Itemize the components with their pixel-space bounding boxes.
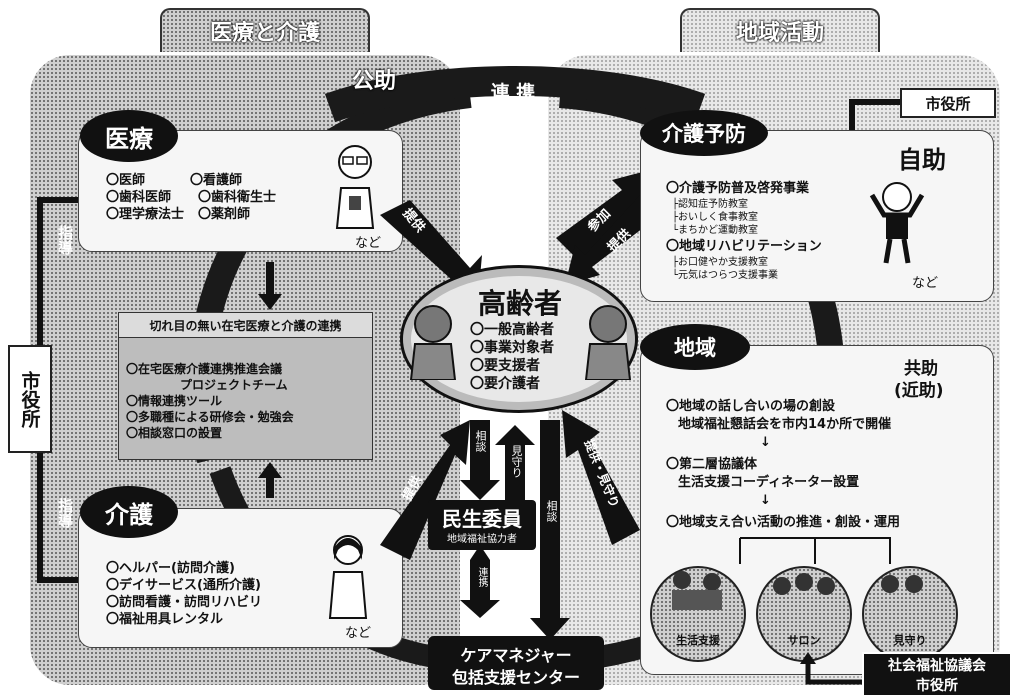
exercising-person-icon xyxy=(869,182,925,264)
prevention-etc: など xyxy=(912,276,939,291)
consult-label-long: 相談 xyxy=(545,500,558,522)
community-step: ↓ xyxy=(760,493,771,508)
elderly-title: 高齢者 xyxy=(477,287,562,320)
care-item: 〇訪問看護・訪問リハビリ xyxy=(106,595,263,610)
social-welfare-council-box xyxy=(862,652,1012,697)
medical-item: 〇歯科医師 xyxy=(106,190,172,205)
tab-community-activity: 地域活動 xyxy=(680,8,880,52)
prevention-sub: ├お口健やか支援教室 xyxy=(672,257,769,268)
consult-label: 相談 xyxy=(474,430,487,452)
elderly-man-icon xyxy=(409,305,457,380)
elderly-item: 〇事業対象者 xyxy=(470,340,554,356)
seamless-link-item: 〇多職種による研修会・勉強会 xyxy=(126,410,294,424)
seamless-link-item: 〇相談窓口の設置 xyxy=(126,426,223,440)
public-help-label: 公助 xyxy=(352,69,397,94)
welfare-commissioner-box xyxy=(428,500,536,550)
community-branch-lines xyxy=(739,537,891,564)
community-step: 〇地域支え合い活動の推進・創設・運用 xyxy=(666,515,901,530)
welfare-commissioner-subtitle: 地域福祉協力者 xyxy=(447,534,517,545)
elderly-item: 〇一般高齢者 xyxy=(470,322,554,338)
seamless-link-item: プロジェクトチーム xyxy=(180,378,288,392)
council-arrow xyxy=(800,652,868,685)
link-arrows xyxy=(258,262,282,498)
community-step: 〇第二層協議体 xyxy=(666,457,758,472)
guidance-label-bottom: 指導 xyxy=(56,498,74,528)
mutual-help-label: 共助 xyxy=(904,359,938,379)
link-label: 連 携 xyxy=(490,82,536,104)
prevention-sub: ├認知症予防教室 xyxy=(672,199,749,210)
prevention-sub: └まちかど運動教室 xyxy=(672,225,759,236)
community-step: 〇地域の話し合いの場の創設 xyxy=(666,399,836,414)
link-label-small: 連携 xyxy=(476,567,487,587)
care-item: 〇ヘルパー(訪問介護) xyxy=(106,561,235,576)
care-manager-line2: 包括支援センター xyxy=(451,668,580,687)
tab-community-activity-label: 地域活動 xyxy=(735,21,824,46)
care-etc: など xyxy=(345,626,372,641)
medical-item: 〇歯科衛生士 xyxy=(198,190,277,205)
seamless-link-title: 切れ目の無い在宅医療と介護の連携 xyxy=(118,312,373,338)
seamless-link-item: 〇在宅医療介護連携推進会議 xyxy=(126,362,283,376)
watch-label: 見守り xyxy=(510,445,523,478)
elderly-item: 〇要支援者 xyxy=(470,358,540,374)
care-manager-line1: ケアマネジャー xyxy=(460,646,572,665)
care-item: 〇福祉用具レンタル xyxy=(106,612,224,627)
social-welfare-council-line1: 社会福祉協議会 xyxy=(888,658,986,674)
people-group-icons xyxy=(672,571,923,610)
medical-title: 医療 xyxy=(80,110,178,162)
neighborly-help-label: (近助) xyxy=(894,381,944,401)
community-step: ↓ xyxy=(760,435,771,450)
prevention-box xyxy=(640,130,994,302)
medical-etc: など xyxy=(355,236,382,251)
welfare-commissioner-title: 民生委員 xyxy=(442,507,522,531)
care-item: 〇デイサービス(通所介護) xyxy=(106,578,261,593)
activity-label-watch: 見守り xyxy=(893,634,927,647)
doctor-icon xyxy=(335,145,375,229)
right-city-office: 市役所 xyxy=(900,88,996,118)
medical-item: 〇薬剤師 xyxy=(198,207,251,222)
elderly-item: 〇要介護者 xyxy=(470,376,540,392)
tab-medical-care-label: 医療と介護 xyxy=(209,21,320,46)
community-step: 地域福祉懇話会を市内14か所で開催 xyxy=(678,417,892,432)
community-title: 地域 xyxy=(640,324,750,370)
care-manager-box xyxy=(428,636,604,690)
guidance-label-top: 指導 xyxy=(56,225,74,255)
tab-medical-care: 医療と介護 xyxy=(160,8,370,52)
care-title: 介護 xyxy=(80,486,178,538)
left-city-office: 市役所 xyxy=(8,345,52,453)
prevention-sub: └元気はつらつ支援事業 xyxy=(672,270,779,281)
prevention-item: 〇地域リハビリテーション xyxy=(666,239,822,254)
prevention-title: 介護予防 xyxy=(640,110,768,156)
medical-item: 〇理学療法士 xyxy=(106,207,185,222)
activity-circle-living-support xyxy=(650,566,746,662)
activity-label-salon: サロン xyxy=(787,634,821,647)
activity-label-living-support: 生活支援 xyxy=(676,634,720,647)
medical-item: 〇看護師 xyxy=(190,173,243,188)
caregiver-icon xyxy=(328,535,368,619)
prevention-item: 〇介護予防普及啓発事業 xyxy=(666,181,810,196)
elderly-woman-icon xyxy=(584,305,632,380)
medical-item: 〇医師 xyxy=(106,173,146,188)
social-welfare-council-line2: 市役所 xyxy=(916,678,958,694)
seamless-link-item: 〇情報連携ツール xyxy=(126,394,223,408)
community-step: 生活支援コーディネーター設置 xyxy=(678,475,860,490)
self-help-label: 自助 xyxy=(898,146,946,174)
prevention-sub: ├おいしく食事教室 xyxy=(672,212,759,223)
